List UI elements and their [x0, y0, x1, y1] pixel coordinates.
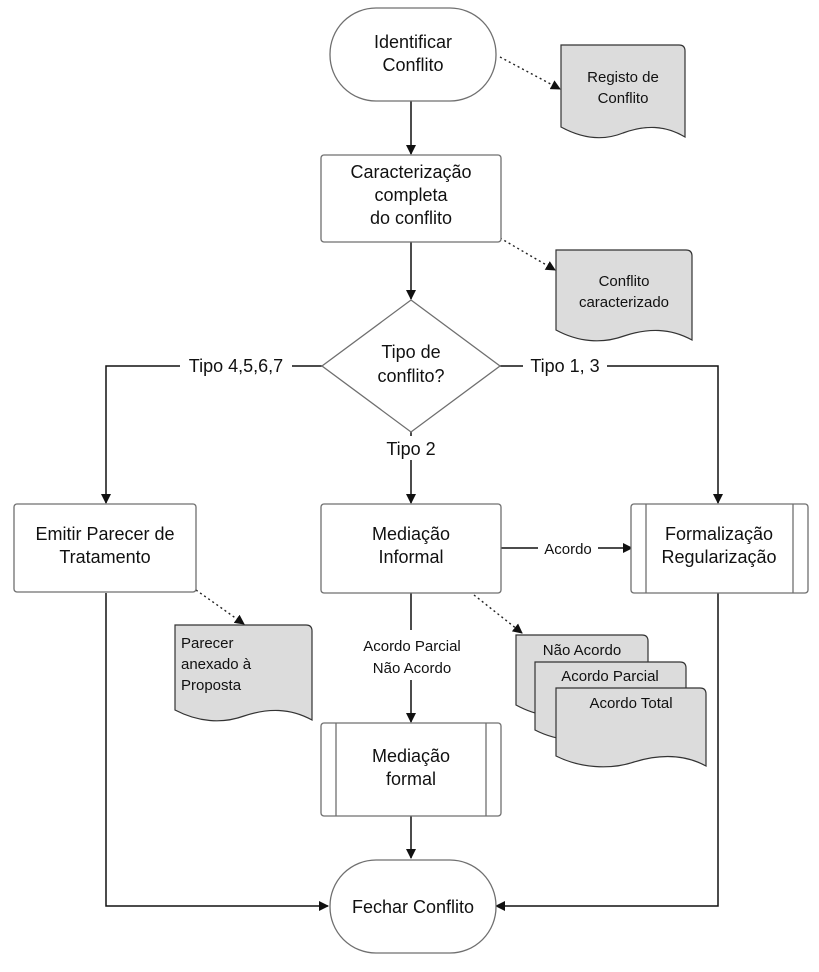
- document-label: Conflito: [598, 90, 649, 107]
- document-label: anexado à: [181, 656, 252, 673]
- decision-label: Tipo de: [381, 342, 440, 362]
- document-label: Acordo Parcial: [561, 668, 659, 685]
- dotted-emitir-to-parecer: [195, 589, 245, 625]
- node-label: formal: [386, 769, 436, 789]
- document-label: Conflito: [599, 273, 650, 290]
- document-label: Acordo Total: [589, 695, 672, 712]
- node-label: Mediação: [372, 746, 450, 766]
- edge-label-acordo-parcial: Acordo Parcial: [363, 638, 461, 655]
- node-label: Mediação: [372, 524, 450, 544]
- node-mediacao-formal: Mediação formal: [320, 722, 502, 817]
- label-bg: [538, 537, 598, 559]
- node-label: Identificar: [374, 32, 452, 52]
- node-emitir-parecer: Emitir Parecer de Tratamento: [13, 503, 197, 593]
- edge-label-tipo-2: Tipo 2: [386, 439, 435, 459]
- edge-decisao-to-formalizacao: [500, 365, 723, 504]
- dotted-caracterizacao-to-doc: [499, 237, 556, 271]
- document-label: Proposta: [181, 677, 242, 694]
- document-parecer-anexado: Parecer anexado à Proposta: [174, 624, 313, 722]
- edge-decisao-to-emitir: [101, 365, 322, 504]
- document-label: Parecer: [181, 635, 234, 652]
- node-formalizacao: Formalização Regularização: [630, 503, 809, 594]
- document-registo-de-conflito: Registo de Conflito: [560, 44, 686, 139]
- edge-emitir-to-fechar: [105, 593, 329, 911]
- decision-tipo-de-conflito: Tipo de conflito?: [320, 299, 502, 433]
- edge-label-nao-acordo: Não Acordo: [373, 660, 451, 677]
- node-label: Conflito: [382, 55, 443, 75]
- node-label: Formalização: [665, 524, 773, 544]
- label-bg: [523, 353, 607, 379]
- node-label: Fechar Conflito: [352, 897, 474, 917]
- document-stack-resultados: Não Acordo Acordo Parcial Acordo Total: [515, 634, 707, 768]
- dotted-identificar-to-registo: [499, 56, 561, 90]
- node-caracterizacao: Caracterização completa do conflito: [320, 154, 502, 243]
- node-mediacao-informal: Mediação Informal: [320, 503, 502, 594]
- document-label: Não Acordo: [543, 642, 621, 659]
- edge-formalizacao-to-fechar: [495, 593, 719, 911]
- node-label: Emitir Parecer de: [35, 524, 174, 544]
- label-bg: [350, 630, 474, 680]
- edge-labels: Tipo 4,5,6,7 Tipo 1, 3 Tipo 2 Acordo Aco…: [180, 353, 607, 680]
- node-fechar-conflito: Fechar Conflito: [329, 859, 497, 954]
- node-label: Tratamento: [59, 547, 150, 567]
- node-label: Caracterização: [350, 162, 471, 182]
- document-label: Registo de: [587, 69, 659, 86]
- document-acordo-total: Acordo Total: [555, 687, 707, 768]
- decision-label: conflito?: [377, 366, 444, 386]
- node-label: Regularização: [661, 547, 776, 567]
- label-bg: [380, 436, 442, 460]
- node-identificar-conflito: Identificar Conflito: [329, 7, 497, 102]
- document-label: caracterizado: [579, 294, 669, 311]
- edge-label-tipo-4567: Tipo 4,5,6,7: [189, 356, 283, 376]
- label-bg: [180, 353, 292, 379]
- dotted-mediacao-to-docs: [473, 594, 523, 634]
- node-label: do conflito: [370, 208, 452, 228]
- edge-label-tipo-13: Tipo 1, 3: [530, 356, 599, 376]
- document-conflito-caracterizado: Conflito caracterizado: [555, 249, 693, 342]
- node-label: completa: [374, 185, 448, 205]
- node-label: Informal: [378, 547, 443, 567]
- edge-label-acordo: Acordo: [544, 541, 592, 558]
